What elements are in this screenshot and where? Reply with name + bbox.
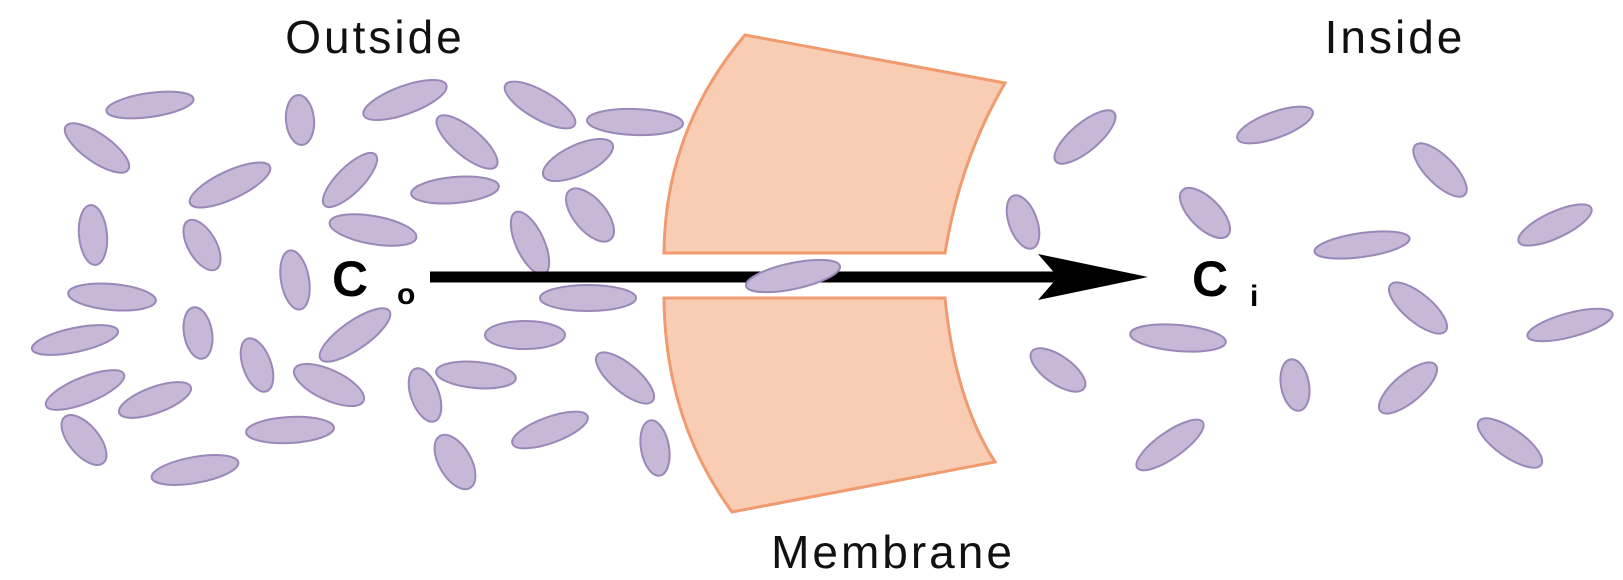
outside-molecule (315, 145, 384, 214)
c-outside-main: C (332, 251, 368, 307)
inside-molecule (1313, 226, 1411, 263)
inside-molecule (1405, 135, 1474, 204)
inside-molecule (1513, 196, 1596, 253)
inside-molecule (1129, 321, 1227, 355)
outside-molecule (58, 115, 136, 182)
c-inside-main: C (1192, 251, 1228, 307)
membrane-label: Membrane (771, 526, 1015, 578)
outside-molecule (184, 154, 276, 217)
outside-molecule (410, 173, 500, 207)
inside-molecule (1277, 357, 1314, 413)
outside-molecule (41, 362, 129, 418)
inside-molecule (1524, 302, 1615, 348)
outside-molecule (588, 344, 661, 412)
outside-molecule (435, 359, 517, 392)
inside-molecule (1381, 274, 1454, 342)
outside-molecule (234, 334, 279, 396)
inside-molecule (1047, 102, 1123, 172)
outside-molecule (76, 204, 109, 266)
outside-molecule (636, 418, 673, 478)
outside-molecule (557, 180, 623, 250)
outside-molecule (105, 87, 195, 123)
c-outside-subscript: o (397, 278, 415, 311)
inside-molecule (1024, 340, 1092, 400)
molecule-in-channel (743, 253, 842, 298)
inside-label: Inside (1325, 11, 1466, 63)
outside-molecule (429, 107, 505, 177)
inside-molecule (1000, 191, 1045, 253)
inside-molecule (1172, 180, 1238, 246)
outside-molecule (327, 209, 419, 252)
outside-molecule (503, 206, 557, 279)
c-outside-label: C o (332, 251, 415, 311)
outside-molecule (313, 299, 398, 370)
outside-molecule (276, 248, 314, 312)
c-inside-label: C i (1192, 251, 1258, 313)
outside-molecule (537, 130, 619, 189)
outside-molecule (115, 375, 195, 425)
inside-molecule (1471, 410, 1549, 477)
outside-label: Outside (285, 11, 465, 63)
outside-molecule (540, 285, 636, 311)
outside-molecule (180, 305, 217, 361)
outside-molecule (508, 404, 592, 456)
outside-molecule (149, 450, 240, 491)
inside-molecule (1233, 99, 1317, 151)
inside-molecule (1130, 411, 1210, 478)
outside-molecule (245, 415, 334, 446)
membrane-upper-half (664, 35, 1005, 253)
outside-molecule (67, 280, 157, 314)
outside-molecule (485, 321, 565, 349)
outside-molecule (53, 407, 115, 472)
inside-molecule (1371, 354, 1444, 422)
outside-molecule (587, 107, 684, 136)
outside-molecule (498, 73, 581, 137)
outside-molecule (288, 355, 370, 414)
outside-molecule (176, 214, 228, 276)
outside-molecule (426, 428, 484, 496)
outside-molecule (29, 319, 120, 361)
c-inside-subscript: i (1250, 280, 1258, 313)
outside-molecule (284, 94, 316, 146)
membrane-lower-half (664, 298, 995, 512)
